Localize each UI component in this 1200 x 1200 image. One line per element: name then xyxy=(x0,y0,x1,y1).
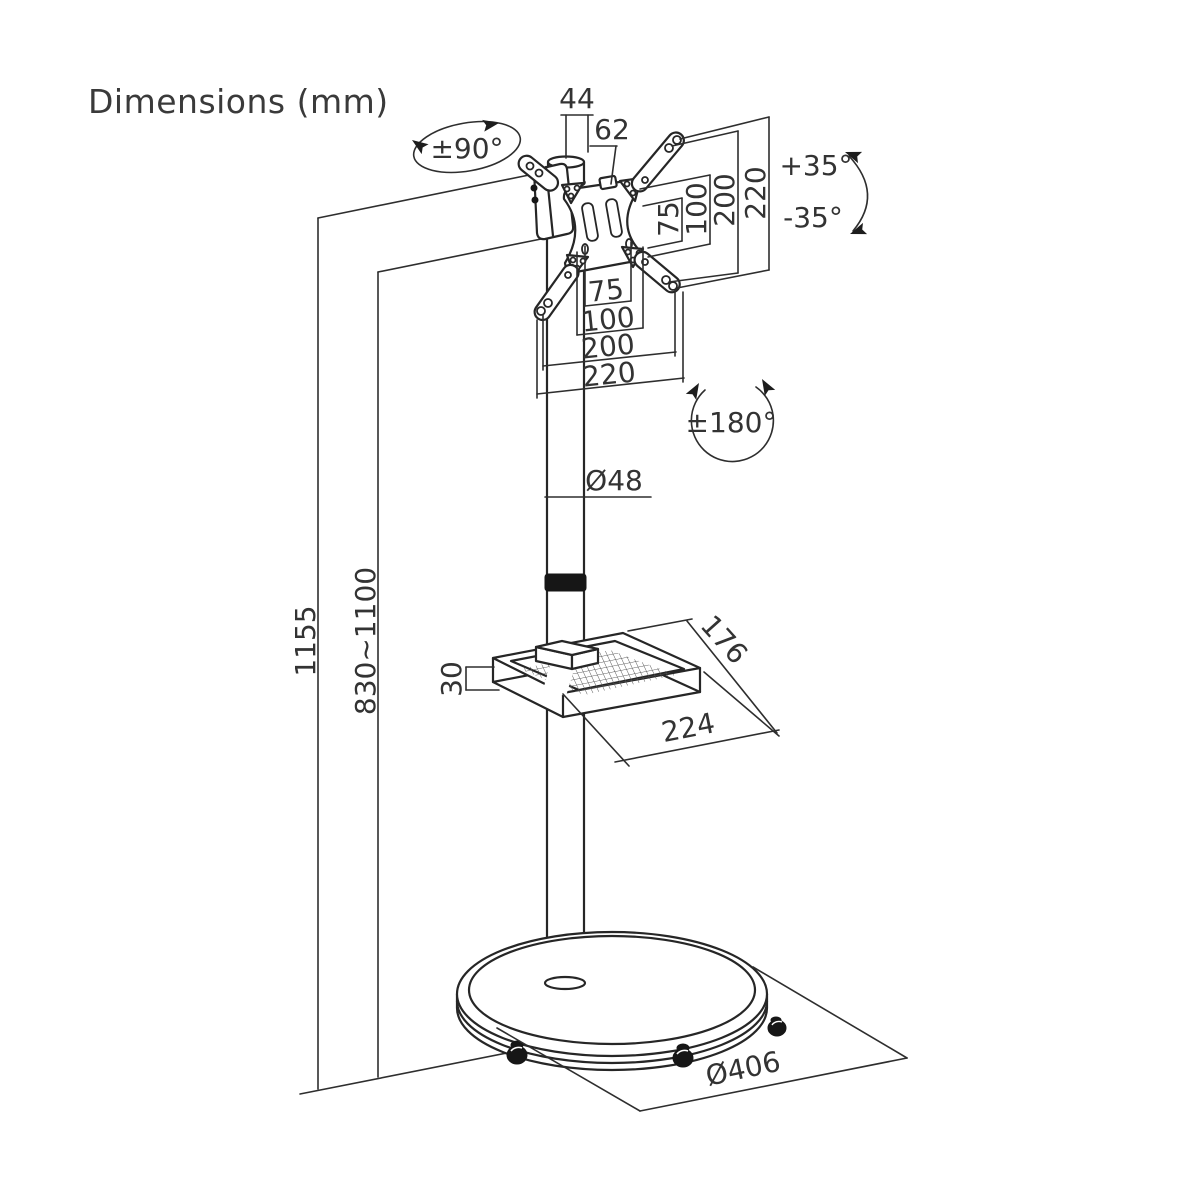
dim-vesa-v100-label: 100 xyxy=(680,182,713,235)
head-top-dimensions: 44 62 xyxy=(559,82,630,185)
caster-wheel xyxy=(672,1043,694,1068)
vesa-horizontal-dimensions: 75 100 200 220 xyxy=(536,241,685,399)
dim-shelf-width-label: 224 xyxy=(659,706,718,749)
tilt-arrow-icon xyxy=(850,222,868,235)
dim-shelf-depth-label: 176 xyxy=(694,609,754,671)
swivel-arrow-icon xyxy=(412,140,429,155)
dim-shelf-thickness-label: 30 xyxy=(435,661,468,697)
swivel-annotation: ±90° xyxy=(412,119,522,174)
pole-base-flange xyxy=(543,975,587,991)
page-title: Dimensions (mm) xyxy=(88,82,389,121)
dim-vesa-h220-label: 220 xyxy=(581,355,638,393)
dim-head-width-label: 44 xyxy=(559,82,595,115)
tilt-arrow-icon xyxy=(845,151,863,164)
mount-screw-block xyxy=(598,174,618,191)
vesa-slot xyxy=(581,202,599,242)
pole-diameter-dimension: Ø48 xyxy=(544,464,652,498)
dim-vesa-h75-label: 75 xyxy=(587,272,626,309)
dim-vesa-v75-label: 75 xyxy=(652,201,685,237)
vesa-vertical-dimensions: 75 100 200 220 xyxy=(639,116,772,289)
dim-head-offset-label: 62 xyxy=(594,113,630,146)
dim-total-height-label: 1155 xyxy=(289,605,322,676)
floor-projection: Ø406 xyxy=(496,966,908,1112)
pole xyxy=(544,230,587,986)
height-dimension-plane: 1155 830~1100 xyxy=(289,173,547,1095)
swivel-angle-label: ±90° xyxy=(430,132,503,165)
dim-vesa-v200-label: 200 xyxy=(708,173,741,226)
tilt-annotation: +35° -35° xyxy=(779,149,869,235)
caster-wheel xyxy=(767,1016,787,1037)
dim-pole-diameter-label: Ø48 xyxy=(585,464,643,497)
tilt-down-label: -35° xyxy=(783,201,843,234)
pivot-arrow-icon xyxy=(762,379,776,396)
tilt-up-label: +35° xyxy=(779,149,852,182)
height-adjust-collar xyxy=(544,573,587,592)
pivot-arrow-icon xyxy=(685,383,699,400)
caster-wheel xyxy=(506,1040,528,1065)
swivel-arrow-icon xyxy=(482,119,499,132)
pivot-angle-label: ±180° xyxy=(686,406,777,439)
pivot-annotation: ±180° xyxy=(685,379,777,463)
dim-vesa-h200-label: 200 xyxy=(580,327,637,365)
wheeled-base xyxy=(455,930,787,1072)
dim-adjustable-height-label: 830~1100 xyxy=(349,567,382,715)
vesa-slot xyxy=(605,198,623,238)
dim-vesa-v220-label: 220 xyxy=(739,166,772,219)
media-shelf xyxy=(491,631,702,719)
dim-vesa-h100-label: 100 xyxy=(580,300,637,338)
